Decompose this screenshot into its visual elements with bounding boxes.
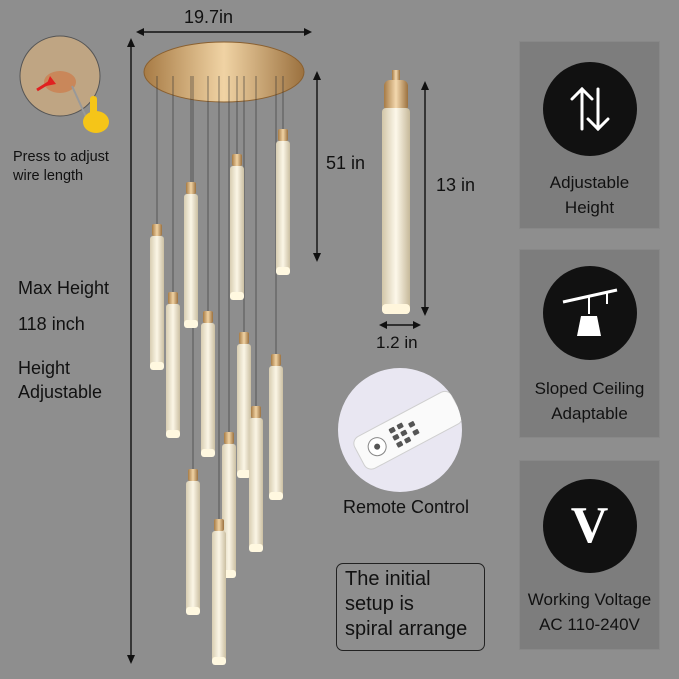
- feature-working-voltage: V Working Voltage AC 110-240V: [519, 460, 660, 650]
- width-dimension-line: [136, 28, 312, 36]
- setup-note: The initial setup is spiral arrange: [336, 563, 485, 651]
- chandelier-illustration: [143, 41, 305, 665]
- press-note: Press to adjust wire length: [13, 149, 109, 184]
- tube-length-dimension-line: [421, 81, 429, 316]
- width-label: 19.7in: [184, 7, 234, 27]
- tube-width-label: 1.2 in: [376, 333, 418, 352]
- tube-length-label: 13 in: [436, 175, 476, 195]
- max-height-dimension-line: [127, 38, 135, 664]
- up-down-arrows-icon: [542, 62, 637, 156]
- feature-label: Sloped Ceiling Adaptable: [534, 379, 645, 423]
- drop-dimension-line: [313, 71, 321, 262]
- sloped-ceiling-icon: [542, 266, 637, 360]
- feature-label: Working Voltage AC 110-240V: [527, 590, 652, 634]
- feature-label: Adjustable Height: [549, 173, 630, 217]
- drop-label: 51 in: [326, 153, 366, 173]
- adjust-button-closeup: [19, 35, 109, 133]
- voltage-v-icon: V: [542, 479, 637, 573]
- feature-sloped-ceiling: Sloped Ceiling Adaptable: [519, 249, 660, 438]
- single-tube-detail: [382, 70, 410, 314]
- tube-width-dimension-line: [379, 321, 421, 329]
- pointing-hand-icon: [83, 96, 109, 133]
- height-adjustable-note: Height Adjustable: [18, 358, 103, 402]
- max-height-value: 118 inch: [18, 314, 85, 334]
- max-height-label: Max Height: [18, 278, 110, 298]
- remote-control-image: [338, 368, 462, 492]
- ceiling-canopy: [143, 41, 305, 103]
- remote-control-label: Remote Control: [343, 497, 470, 517]
- feature-adjustable-height: Adjustable Height: [519, 41, 660, 229]
